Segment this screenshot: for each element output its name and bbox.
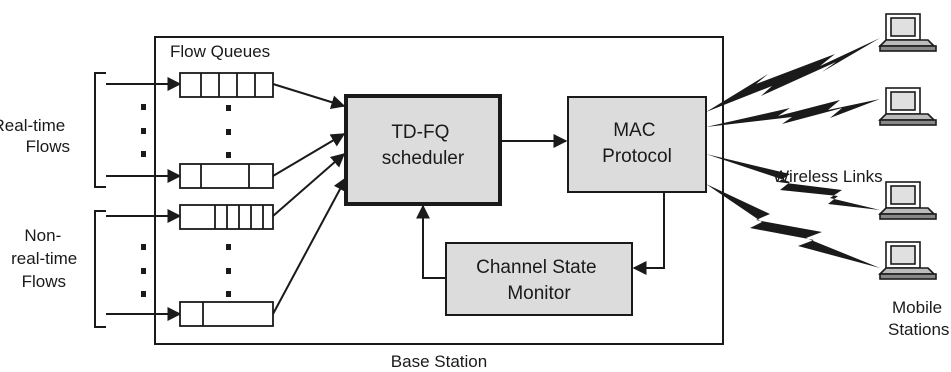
mac-protocol-box: [567, 96, 707, 193]
base-station-label: Base Station: [391, 352, 487, 371]
laptop-icon: [878, 181, 937, 220]
mac-to-monitor-arrow: [632, 192, 665, 275]
non-real-time-line-2: real-time: [11, 249, 77, 268]
laptop-icon: [878, 13, 937, 52]
non-real-time-line-3: Flows: [22, 272, 66, 291]
base-station-box: [154, 36, 724, 345]
real-time-line-2: Flows: [26, 137, 70, 156]
non-real-time-label: Non- real-time Flows: [11, 226, 82, 291]
real-time-brace: [94, 72, 106, 188]
mac-line-2: Protocol: [602, 146, 672, 167]
mobile-stations-line-1: Mobile: [892, 298, 942, 317]
flow-queue-1: [179, 72, 274, 98]
real-time-line-1: Real-time: [0, 116, 65, 135]
mac-line-1: MAC: [613, 120, 655, 141]
flow-queues-label: Flow Queues: [170, 42, 270, 61]
scheduler-line-1: TD-FQ: [391, 122, 449, 143]
wireless-link-1: [706, 38, 880, 112]
ellipsis-dots: [141, 104, 231, 297]
channel-state-monitor-label: Channel State Monitor: [476, 257, 602, 304]
flow-queue-3: [179, 204, 274, 230]
queue-to-scheduler-arrows: [272, 83, 347, 315]
monitor-line-2: Monitor: [507, 283, 571, 304]
input-arrows: [106, 77, 182, 321]
wireless-link-bolts: [706, 38, 880, 268]
real-time-label: Real-time Flows: [0, 116, 70, 156]
flow-queue-2: [179, 163, 274, 189]
wireless-link-3: [706, 154, 880, 210]
scheduler-line-2: scheduler: [382, 148, 465, 169]
channel-state-monitor-box: [445, 242, 633, 316]
wireless-link-4: [706, 184, 880, 268]
non-real-time-line-1: Non-: [24, 226, 61, 245]
wireless-links-label: Wireless Links: [773, 167, 883, 186]
mobile-stations-line-2: Stations: [888, 320, 949, 339]
wireless-link-2: [706, 99, 880, 127]
flow-queue-4: [179, 301, 274, 327]
monitor-line-1: Channel State: [476, 257, 596, 278]
laptop-icon: [878, 241, 937, 280]
laptop-icon: [878, 87, 937, 126]
scheduler-box: [344, 94, 502, 206]
non-real-time-brace: [94, 210, 106, 328]
scheduler-label: TD-FQ scheduler: [382, 122, 465, 169]
monitor-to-scheduler-arrow: [416, 204, 446, 279]
mobile-stations-label: Mobile Stations: [888, 298, 949, 339]
mac-protocol-label: MAC Protocol: [602, 120, 672, 167]
